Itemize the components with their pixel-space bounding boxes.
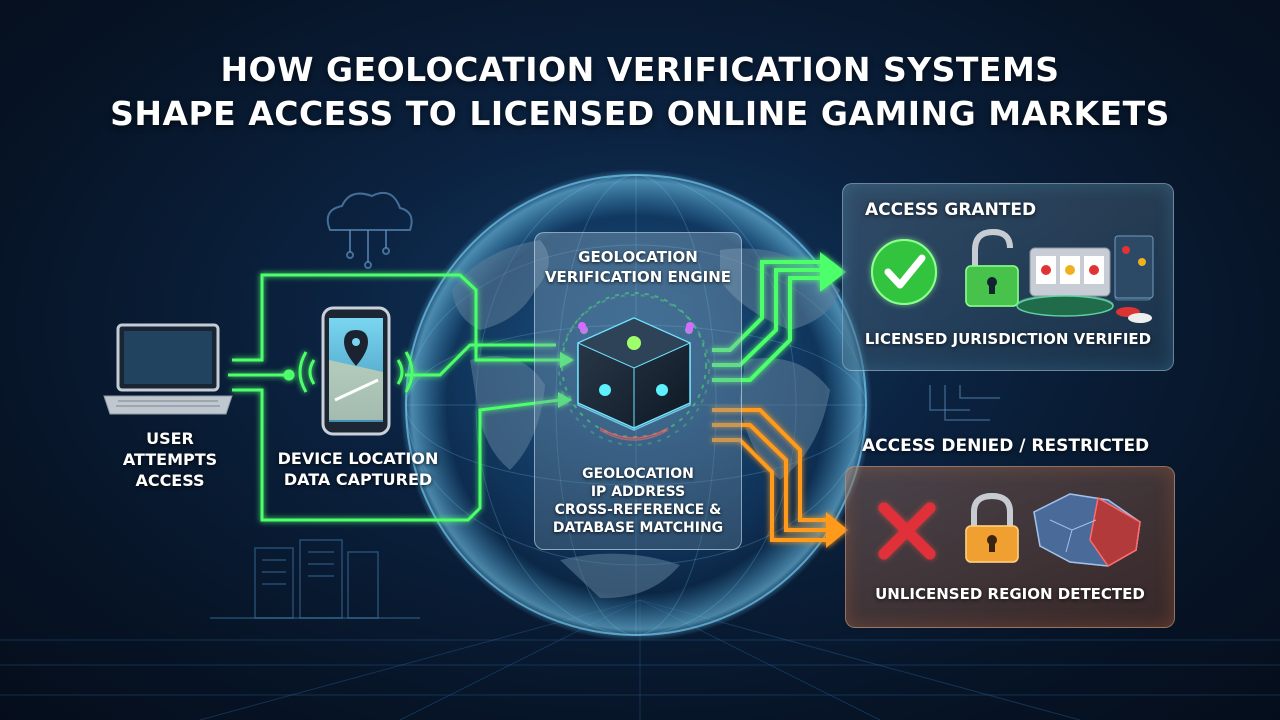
verification-engine-panel: GEOLOCATION VERIFICATION ENGINE GEOLOCAT… xyxy=(534,232,742,550)
device-label-line-2: DATA CAPTURED xyxy=(283,470,433,489)
engine-method-database-matching: DATABASE MATCHING xyxy=(552,520,724,536)
access-denied-heading: ACCESS DENIED / RESTRICTED xyxy=(862,436,1150,456)
user-label-line-2: ATTEMPTS xyxy=(122,450,218,469)
laptop-icon xyxy=(103,323,233,415)
access-denied-panel: UNLICENSED REGION DETECTED xyxy=(845,466,1175,628)
green-flow-lines xyxy=(228,273,561,522)
user-label-line-1: USER xyxy=(146,429,194,448)
engine-title-line-2: VERIFICATION ENGINE xyxy=(544,268,732,286)
green-flow-to-granted xyxy=(712,260,824,382)
server-racks-icon xyxy=(210,539,420,619)
engine-method-cross-reference: CROSS-REFERENCE & xyxy=(554,502,722,518)
device-label: DEVICE LOCATION DATA CAPTURED xyxy=(270,448,446,490)
smartphone-map-icon xyxy=(298,306,414,436)
engine-method-ip-address: IP ADDRESS xyxy=(590,484,686,500)
engine-method-geolocation: GEOLOCATION xyxy=(582,466,694,482)
user-label: USER ATTEMPTS ACCESS xyxy=(100,428,240,491)
green-arrowhead-granted xyxy=(820,252,846,292)
title-line-2: SHAPE ACCESS TO LICENSED ONLINE GAMING M… xyxy=(110,94,1170,133)
orange-arrowhead xyxy=(826,512,848,548)
page-title: HOW GEOLOCATION VERIFICATION SYSTEMS SHA… xyxy=(0,48,1280,136)
engine-title-line-1: GEOLOCATION xyxy=(578,248,698,266)
title-line-1: HOW GEOLOCATION VERIFICATION SYSTEMS xyxy=(220,50,1060,89)
access-granted-heading: ACCESS GRANTED xyxy=(865,200,1037,220)
engine-methods: GEOLOCATION IP ADDRESS CROSS-REFERENCE &… xyxy=(535,465,741,537)
orange-flow-lines xyxy=(712,408,830,542)
access-granted-caption: LICENSED JURISDICTION VERIFIED xyxy=(864,330,1152,348)
engine-title: GEOLOCATION VERIFICATION ENGINE xyxy=(535,247,741,287)
cloud-icon xyxy=(326,192,413,269)
device-label-line-1: DEVICE LOCATION xyxy=(277,449,439,468)
green-arrowheads xyxy=(558,352,574,408)
circuit-lines xyxy=(929,385,1000,421)
access-denied-caption: UNLICENSED REGION DETECTED xyxy=(875,585,1145,603)
access-granted-panel: ACCESS GRANTED LICENSED JURISDICTION VER… xyxy=(842,183,1174,371)
user-label-line-3: ACCESS xyxy=(135,471,205,490)
